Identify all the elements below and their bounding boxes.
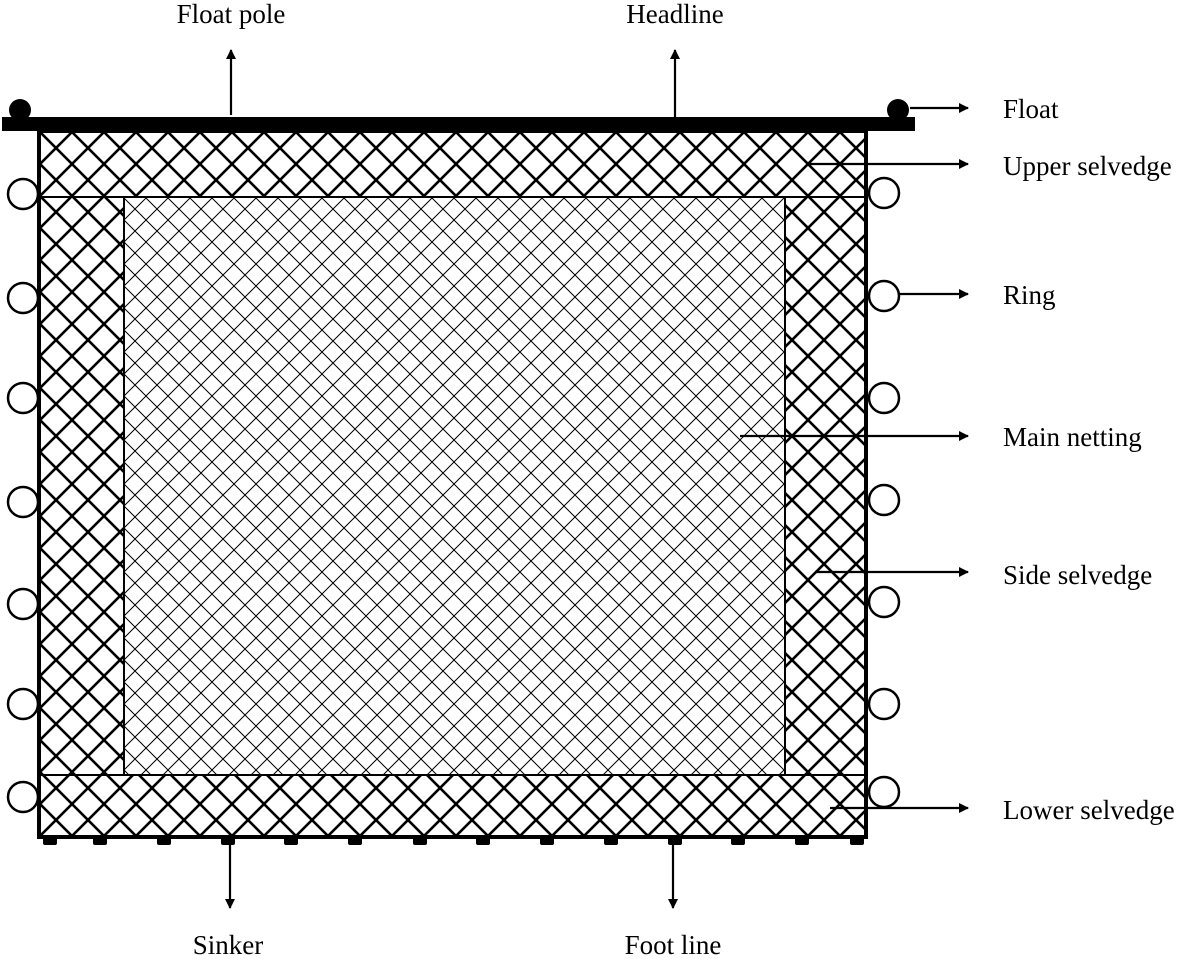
sinker <box>668 836 682 845</box>
ring <box>6 587 40 621</box>
label-main-netting: Main netting <box>1003 422 1142 452</box>
label-headline: Headline <box>626 0 723 29</box>
rings-right <box>867 176 901 809</box>
label-side-selvedge: Side selvedge <box>1003 560 1152 590</box>
ring <box>867 585 901 619</box>
headline-rope <box>2 117 915 131</box>
main-netting <box>123 196 786 776</box>
sinker <box>284 836 298 845</box>
sinker <box>93 836 107 845</box>
rings-left <box>6 177 40 814</box>
sinker <box>604 836 618 845</box>
ring <box>867 279 901 313</box>
sinker <box>413 836 427 845</box>
ring <box>6 177 40 211</box>
sinker <box>731 836 745 845</box>
label-upper-selvedge: Upper selvedge <box>1003 151 1172 181</box>
sinker <box>540 836 554 845</box>
label-sinker: Sinker <box>193 930 264 959</box>
sinker <box>850 836 864 845</box>
side-selvedge-left <box>38 196 125 776</box>
side-selvedge-right <box>784 196 867 776</box>
sinker <box>157 836 171 845</box>
ring <box>6 485 40 519</box>
float-right <box>887 99 909 121</box>
label-foot-line: Foot line <box>625 930 722 959</box>
label-float: Float <box>1003 94 1059 124</box>
sinker <box>221 836 235 845</box>
ring <box>867 483 901 517</box>
label-ring: Ring <box>1003 280 1056 310</box>
float-left <box>9 99 31 121</box>
upper-selvedge <box>38 130 867 198</box>
ring <box>6 780 40 814</box>
ring <box>6 281 40 315</box>
ring <box>867 775 901 809</box>
label-lower-selvedge: Lower selvedge <box>1003 795 1175 825</box>
lower-selvedge <box>38 774 867 838</box>
label-float-pole: Float pole <box>177 0 286 29</box>
ring <box>867 381 901 415</box>
sinker <box>348 836 362 845</box>
sinker <box>795 836 809 845</box>
sinkers <box>43 836 864 845</box>
ring <box>867 176 901 210</box>
ring <box>6 381 40 415</box>
ring <box>6 687 40 721</box>
sinker <box>43 836 57 845</box>
sinker <box>476 836 490 845</box>
ring <box>867 687 901 721</box>
